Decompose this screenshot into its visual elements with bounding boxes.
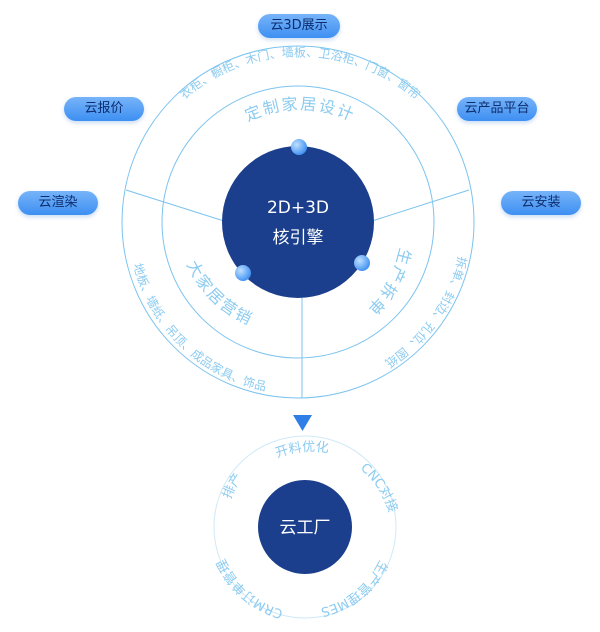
pill-cloud-install: 云安装 — [501, 191, 581, 215]
inner-label-production: 生产拆单 — [363, 246, 415, 319]
inner-ring-circle — [161, 85, 435, 359]
divider-right — [371, 189, 470, 222]
node-dot-right — [354, 255, 370, 271]
outer-ring-circle — [121, 45, 475, 399]
pill-cloud-product-platform: 云产品平台 — [457, 97, 537, 121]
factory-label-top: 开料优化 — [274, 440, 330, 461]
outer-label-products: 衣柜、橱柜、木门、墙板、卫浴柜、门窗、窗帘 — [177, 45, 424, 102]
factory-ring — [213, 435, 397, 619]
divider-left — [125, 189, 225, 222]
pill-cloud-3d-display: 云3D展示 — [258, 14, 340, 38]
factory-label-cnc: CNC对接 — [357, 461, 401, 515]
factory-label-crm: CRM订单管理 — [214, 556, 284, 620]
inner-label-design: 定制家居设计 — [242, 94, 358, 125]
core-title-line1: 2D+3D — [267, 198, 329, 218]
core-title-line2: 核引擎 — [273, 228, 324, 248]
pill-cloud-render: 云渲染 — [18, 191, 98, 215]
node-dot-left — [235, 265, 251, 281]
pill-cloud-quote: 云报价 — [64, 97, 144, 121]
factory-label-mes: 生产管理MES — [319, 558, 390, 619]
down-arrow-icon — [293, 415, 312, 431]
factory-core — [258, 480, 352, 574]
core-circle — [222, 146, 374, 298]
factory-title: 云工厂 — [280, 518, 331, 538]
node-dot-top — [291, 139, 307, 155]
